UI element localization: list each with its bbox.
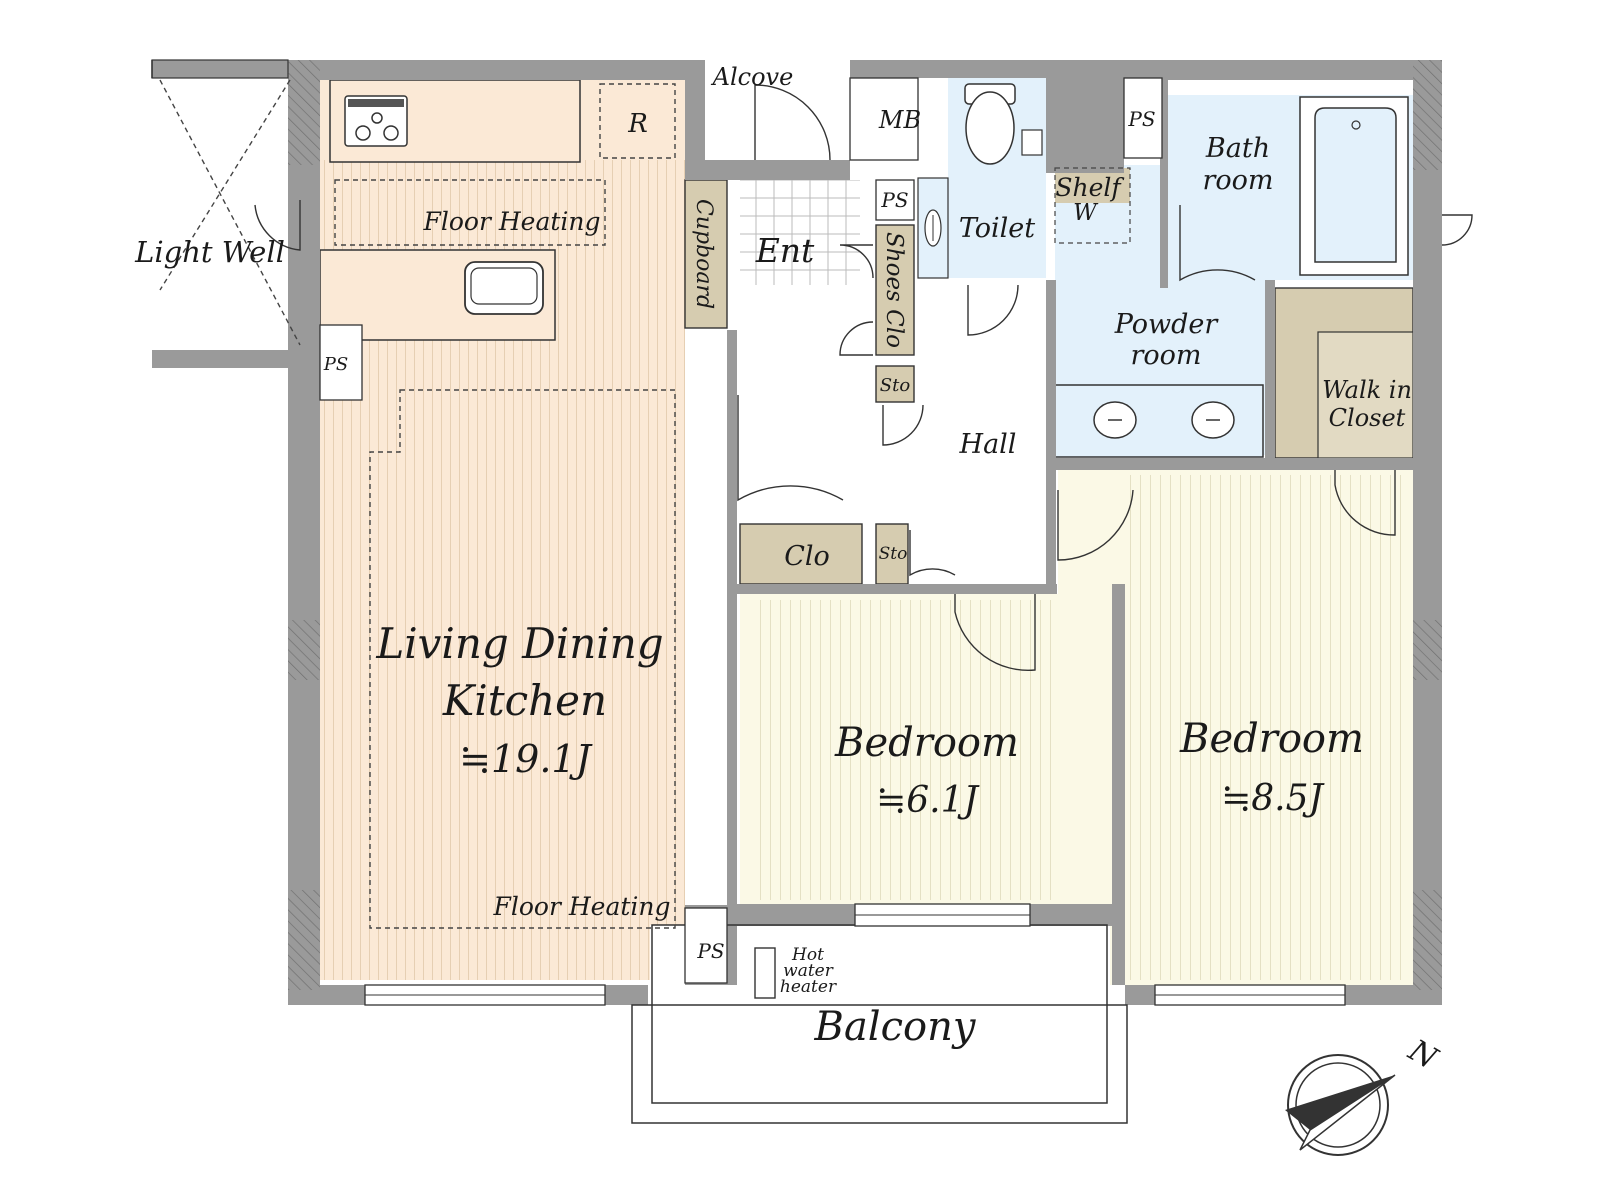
hatch-top-right [1413, 60, 1442, 170]
label-water-line1: Hot [791, 945, 824, 965]
floor-heating-living [369, 389, 676, 929]
hatch-top-left [288, 60, 320, 165]
compass-icon: N [1285, 1033, 1445, 1156]
label-water-line2: water [783, 961, 834, 981]
label-entrance: Ent [755, 231, 815, 270]
label-light-well: Light Well [134, 235, 285, 269]
label-storage-hall: Sto [880, 375, 911, 396]
compass-north-label: N [1402, 1033, 1445, 1078]
label-refrigerator: R [627, 109, 648, 139]
toilet-icon [964, 83, 1043, 165]
closet-bedroom1 [739, 523, 863, 585]
storage-bedroom1 [875, 523, 909, 585]
wall-right [1413, 60, 1442, 1005]
hatch-mid-right [1413, 620, 1442, 680]
label-powder-line1: Powder [1114, 309, 1220, 340]
label-toilet: Toilet [959, 213, 1035, 244]
refrigerator-space [599, 83, 676, 159]
label-ldk-line1: Living Dining [375, 619, 663, 668]
labels: Light Well R Floor Heating PS Living Din… [134, 63, 1412, 1050]
label-ldk-area: ≒19.1J [459, 737, 592, 781]
wall-bed2-top [1048, 458, 1413, 470]
shoes-closet [875, 224, 915, 356]
wall-bed1-top [737, 584, 1057, 594]
label-hall: Hall [959, 429, 1017, 460]
utility-boxes [319, 77, 1163, 984]
label-ps-ent: PS [880, 188, 908, 212]
door-swings [254, 84, 1473, 672]
label-bedroom2-area: ≒8.5J [1221, 778, 1325, 819]
label-bedroom1-area: ≒6.1J [876, 780, 980, 821]
hatch-bottom-right [1413, 890, 1442, 990]
storage-hall [875, 365, 915, 403]
water-heater-icon [754, 947, 776, 999]
label-shelf: Shelf [1055, 173, 1124, 202]
label-bath-line2: room [1202, 165, 1273, 196]
wall-wic-left [1265, 280, 1275, 460]
label-ps-bath: PS [1127, 107, 1155, 131]
label-floor-heating-kitchen: Floor Heating [423, 207, 601, 236]
cupboard [684, 179, 728, 329]
hatch-bottom-left [288, 890, 320, 990]
label-powder-line2: room [1130, 340, 1201, 371]
wall-toilet-bath [1046, 78, 1124, 173]
label-water-line3: heater [780, 977, 837, 997]
wall-left [288, 60, 320, 1005]
label-floor-heating-living: Floor Heating [493, 892, 671, 921]
wall-bath-left [1160, 78, 1168, 288]
walk-in-closet-inner [1317, 331, 1414, 459]
label-wic-line1: Walk in [1322, 376, 1412, 404]
walls [151, 59, 1442, 1005]
label-bath-line1: Bath [1205, 133, 1270, 164]
stove-icon [344, 95, 408, 147]
label-wic-line2: Closet [1329, 404, 1406, 432]
label-balcony: Balcony [814, 1004, 977, 1050]
alcove-area [705, 60, 850, 160]
label-ps-ldk: PS [323, 354, 348, 375]
windows [364, 903, 1346, 1006]
label-ldk-line2: Kitchen [442, 676, 607, 725]
wall-hall-right [1046, 280, 1056, 585]
floor-heating-kitchen [334, 179, 606, 246]
vanity-sinks-icon [1093, 401, 1235, 439]
label-closet: Clo [784, 541, 830, 572]
wall-top-right [1122, 60, 1442, 80]
wall-lightwell-bottom [152, 350, 292, 368]
wall-alcove-bottom [705, 160, 850, 180]
label-bedroom2: Bedroom [1179, 716, 1364, 762]
bedroom1-lines [755, 600, 1100, 900]
hatch-mid-left [288, 620, 320, 680]
label-cupboard: Cupboard [691, 199, 716, 309]
label-ps-balcony: PS [696, 939, 724, 963]
label-storage-bed1: Sto [879, 544, 908, 564]
hand-sink-icon [924, 209, 942, 247]
bedroom2-lines [1125, 475, 1405, 980]
shelf-area [1055, 168, 1130, 203]
wall-ldk-right-lower [727, 330, 737, 905]
label-bedroom1: Bedroom [834, 720, 1019, 766]
bathtub-icon [1299, 96, 1409, 276]
wall-top-mid [850, 60, 1122, 78]
wall-bed-divider [1112, 584, 1125, 985]
light-well-x [151, 60, 301, 346]
wall-lightwell-top [151, 59, 289, 79]
label-washer: W [1073, 200, 1099, 226]
wall-top-left [288, 60, 705, 80]
wall-ldk-right [685, 60, 705, 180]
kitchen-sink-icon [464, 261, 544, 315]
label-alcove: Alcove [711, 63, 794, 91]
room-fills [319, 60, 1414, 1105]
label-shoes-closet: Shoes Clo [881, 232, 907, 348]
label-mb: MB [878, 106, 921, 134]
